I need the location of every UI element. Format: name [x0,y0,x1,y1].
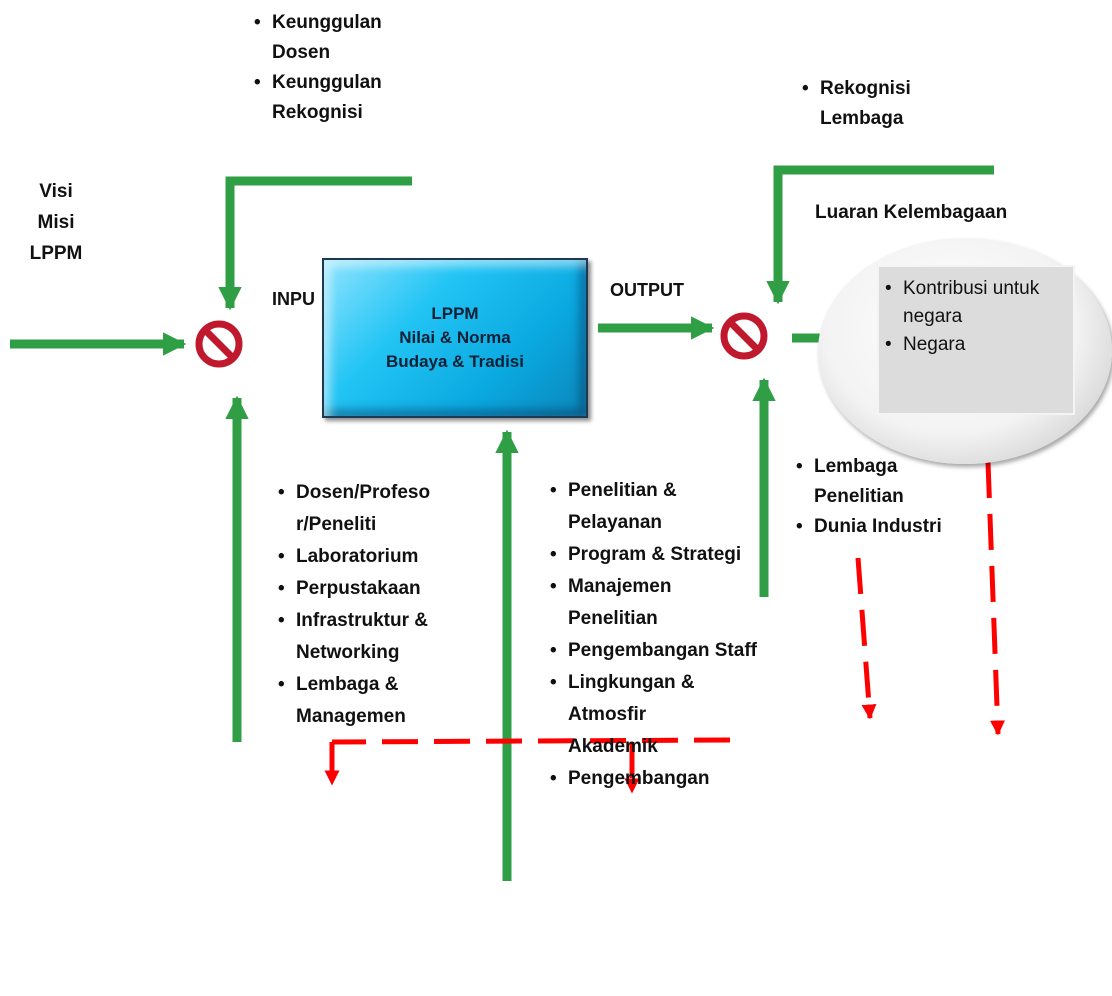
dash-stakeholders-down [855,557,877,720]
list-item: Rekognisi Lembaga [800,74,940,134]
top-right-list: Rekognisi Lembaga [800,74,940,134]
list-item: Kontribusi untuk negara [879,275,1053,331]
top-left-list: Keunggulan Dosen Keunggulan Rekognisi [252,8,412,128]
stakeholders-list: Lembaga Penelitian Dunia Industri [794,452,984,542]
arrow-top-feedback-left [218,176,412,311]
list-item: Pengembangan [548,763,758,795]
output-label: OUTPUT [610,280,684,300]
core-line: Budaya & Tradisi [386,352,524,371]
vision-line: LPPM [29,243,83,264]
list-item: Negara [879,331,1073,359]
vision-line: Misi [37,212,75,233]
dash-outcome-down [985,461,1005,736]
lppm-core-box: LPPM Nilai & Norma Budaya & Tradisi [322,258,588,418]
list-item: Pengembangan Staff [548,635,758,667]
core-line: LPPM [431,304,479,323]
list-item: Lembaga & Managemen [276,669,476,733]
list-item: Keunggulan Dosen [252,8,412,68]
list-item: Laboratorium [276,541,476,573]
arrow-top-feedback-right [766,165,994,305]
list-item: Penelitian & Pelayanan [548,475,758,539]
no-entry-icon [195,320,243,368]
list-item: Perpustakaan [276,573,476,605]
vision-line: Visi [39,181,73,202]
process-list: Penelitian & Pelayanan Program & Strateg… [548,475,758,795]
input-label: INPU [272,289,316,309]
vision-label: Visi Misi LPPM [22,176,90,269]
list-item: Dosen/Profeso r/Peneliti [276,477,476,541]
list-item: Lingkungan & Atmosfir Akademik [548,667,738,763]
outcome-panel: Kontribusi untuk negara Negara [877,265,1075,415]
no-entry-icon [720,312,768,360]
list-item: Lembaga Penelitian [794,452,944,512]
list-item: Infrastruktur & Networking [276,605,476,669]
list-item: Dunia Industri [794,512,984,542]
outcome-heading: Luaran Kelembagaan [815,202,1008,223]
list-item: Manajemen Penelitian [548,571,758,635]
resources-list: Dosen/Profeso r/Peneliti Laboratorium Pe… [276,477,476,733]
list-item: Keunggulan Rekognisi [252,68,412,128]
core-line: Nilai & Norma [399,328,511,347]
list-item: Program & Strategi [548,539,758,571]
